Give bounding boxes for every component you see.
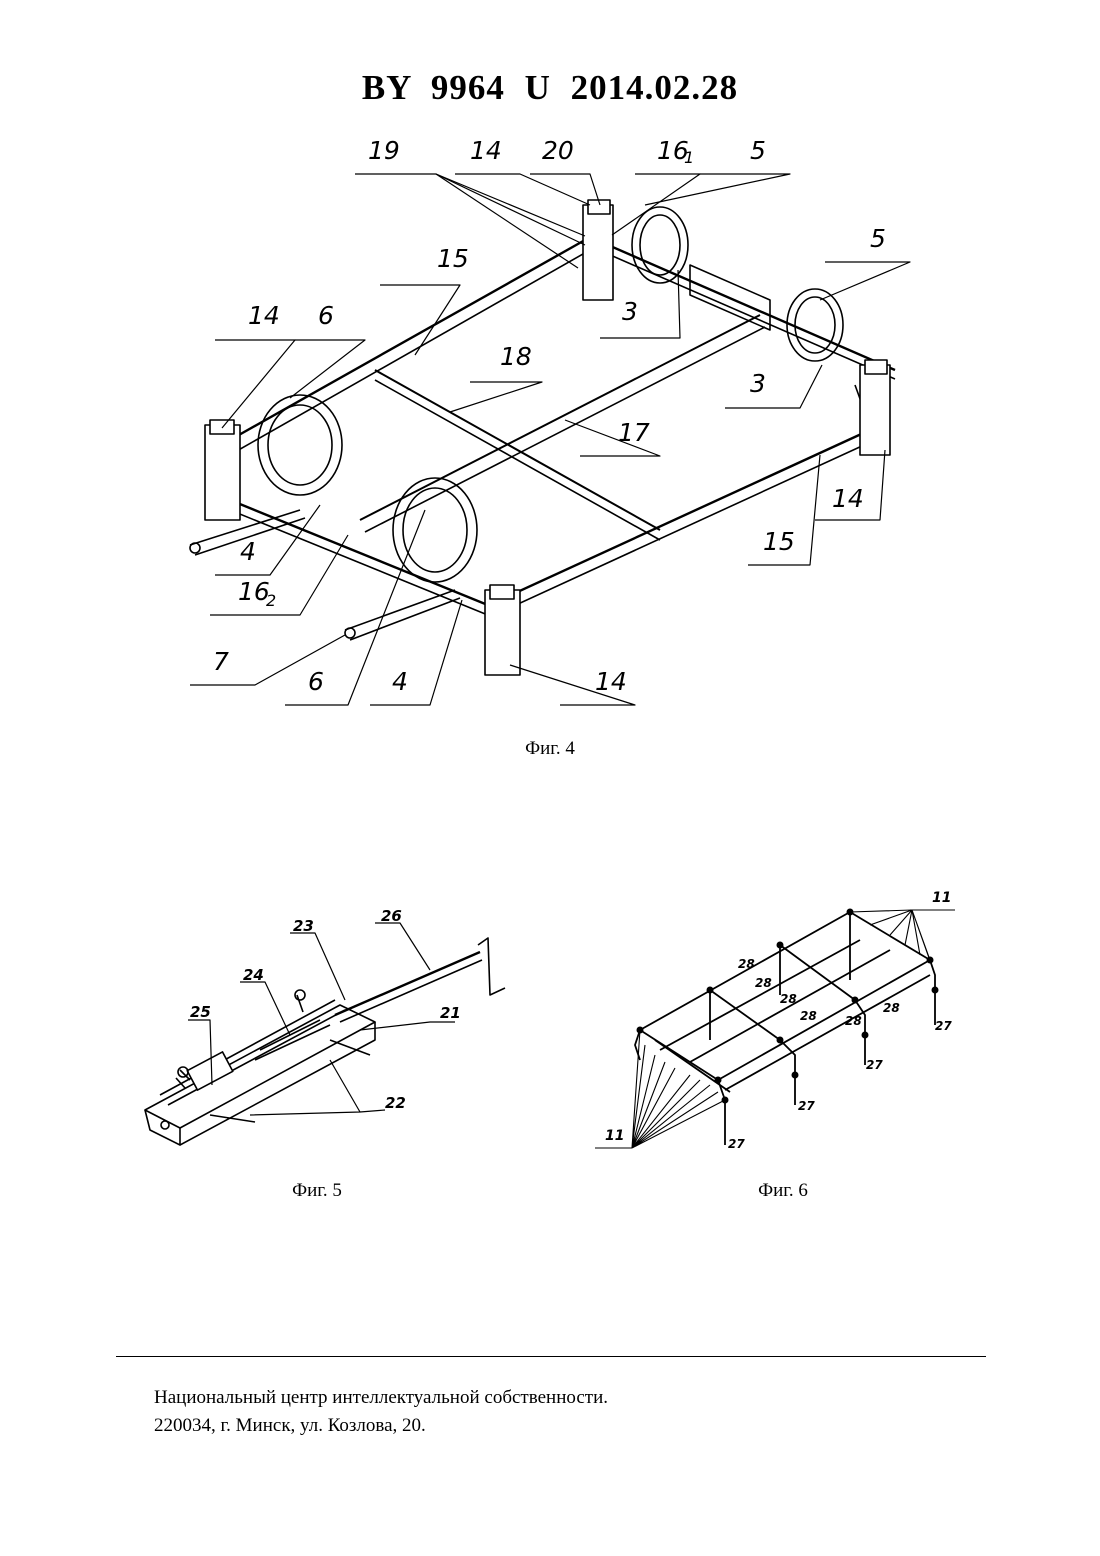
fig6-label-11-top: 11	[932, 890, 951, 906]
fig6-label-28-c: 28	[780, 992, 797, 1006]
fig6-label-28-d: 28	[800, 1009, 817, 1023]
fig6-label-11-bottom: 11	[605, 1128, 624, 1144]
footer-address: Национальный центр интеллектуальной собс…	[154, 1384, 608, 1440]
fig6-label-28-b: 28	[755, 976, 772, 990]
figure-6-caption: Фиг. 6	[683, 1180, 883, 1202]
footer-postal-address: 220034, г. Минск, ул. Козлова, 20.	[154, 1412, 608, 1440]
fig6-label-27-c: 27	[798, 1099, 815, 1113]
fig6-label-27-a: 27	[935, 1019, 952, 1033]
footer-organization: Национальный центр интеллектуальной собс…	[154, 1384, 608, 1412]
figure-6-drawing: 11 28 28 28 28 28 28 27 27 27 27 11	[0, 0, 1100, 1200]
figure-6-svg: 11 28 28 28 28 28 28 27 27 27 27 11	[0, 0, 1100, 1200]
footer-divider	[116, 1356, 986, 1357]
fig6-label-28-f: 28	[883, 1001, 900, 1015]
fig6-label-28-e: 28	[845, 1014, 862, 1028]
fig6-label-28-a: 28	[738, 957, 755, 971]
fig6-label-27-b: 27	[866, 1058, 883, 1072]
fig6-label-27-d: 27	[728, 1137, 745, 1151]
